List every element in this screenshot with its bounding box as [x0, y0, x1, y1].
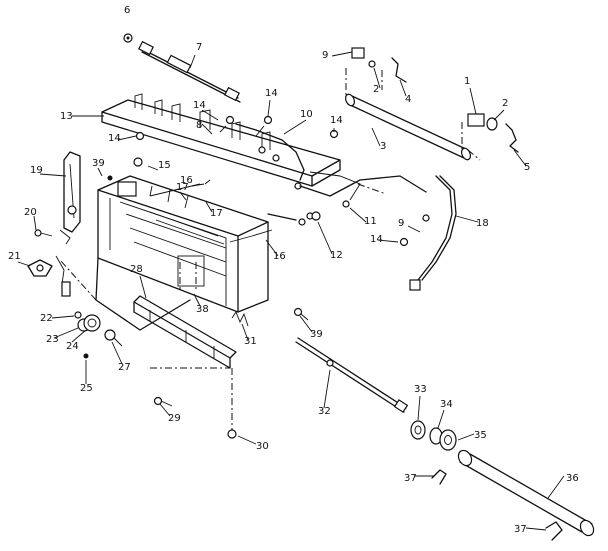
callout-39: 39 — [310, 329, 323, 340]
callout-29: 29 — [168, 413, 181, 424]
callout-14: 14 — [370, 234, 383, 245]
callout-2: 2 — [373, 84, 379, 95]
part-39-lower — [293, 307, 309, 321]
callout-8: 8 — [196, 120, 202, 131]
part-21-lever — [27, 255, 71, 297]
callout-22: 22 — [40, 313, 53, 324]
callout-1: 1 — [464, 76, 470, 87]
callout-17: 17 — [176, 182, 189, 193]
part-19-bracket — [59, 151, 81, 245]
callout-14: 14 — [330, 115, 343, 126]
part-6-screw — [123, 33, 133, 43]
parts-1-2-5 — [461, 113, 519, 161]
callout-5: 5 — [524, 162, 530, 173]
callout-37: 37 — [514, 524, 527, 535]
callout-10: 10 — [300, 109, 313, 120]
part-31-spring — [231, 311, 249, 327]
callout-38: 38 — [196, 304, 209, 315]
callout-3: 3 — [380, 141, 386, 152]
parts-29-30-screws — [153, 368, 237, 439]
callout-32: 32 — [318, 406, 331, 417]
part-38-plate — [179, 262, 197, 290]
part-36-roller — [457, 449, 595, 537]
callout-2: 2 — [502, 98, 508, 109]
callout-23: 23 — [46, 334, 59, 345]
callout-25: 25 — [80, 383, 93, 394]
parts-14-screws — [135, 115, 409, 247]
callout-20: 20 — [24, 207, 37, 218]
callout-16: 16 — [180, 175, 193, 186]
part-32-shaft — [295, 337, 409, 413]
callout-18: 18 — [476, 218, 489, 229]
callout-39: 39 — [92, 158, 105, 169]
part-20-clip — [34, 229, 53, 237]
parts-33-35-gears — [410, 420, 457, 451]
leader-lines — [17, 51, 565, 531]
callout-34: 34 — [440, 399, 453, 410]
part-10-cable — [235, 123, 361, 220]
callout-13: 13 — [60, 111, 73, 122]
parts-22-27-small — [74, 311, 123, 359]
part-18-harness — [409, 175, 457, 291]
callout-labels: 6 7 9 2 4 1 2 13 14 14 10 14 3 5 8 14 39… — [8, 5, 579, 535]
callout-27: 27 — [118, 362, 131, 373]
callout-28: 28 — [130, 264, 143, 275]
callout-33: 33 — [414, 384, 427, 395]
callout-16: 16 — [273, 251, 286, 262]
callout-14: 14 — [265, 88, 278, 99]
callout-17: 17 — [210, 208, 223, 219]
callout-7: 7 — [196, 42, 202, 53]
part-3-roller — [344, 93, 472, 161]
callout-9: 9 — [322, 50, 328, 61]
callout-31: 31 — [244, 336, 257, 347]
callout-19: 19 — [30, 165, 43, 176]
callout-24: 24 — [66, 341, 79, 352]
part-7-rod — [138, 40, 241, 103]
callout-14: 14 — [193, 100, 206, 111]
callout-15: 15 — [158, 160, 171, 171]
main-chassis — [59, 175, 269, 331]
callout-11: 11 — [364, 216, 377, 227]
callout-37: 37 — [404, 473, 417, 484]
parts-9-2-4 — [345, 47, 407, 96]
part-13-top-plate — [101, 93, 341, 187]
callout-9: 9 — [398, 218, 404, 229]
callout-21: 21 — [8, 251, 21, 262]
parts-12-17-misc — [107, 157, 321, 243]
callout-35: 35 — [474, 430, 487, 441]
callout-4: 4 — [405, 94, 411, 105]
callout-36: 36 — [566, 473, 579, 484]
callout-6: 6 — [124, 5, 130, 16]
part-28-rail — [133, 295, 237, 369]
callout-12: 12 — [330, 250, 343, 261]
callout-14: 14 — [108, 133, 121, 144]
callout-30: 30 — [256, 441, 269, 452]
part-11-cable — [299, 175, 427, 208]
parts-37-clips — [431, 469, 563, 541]
